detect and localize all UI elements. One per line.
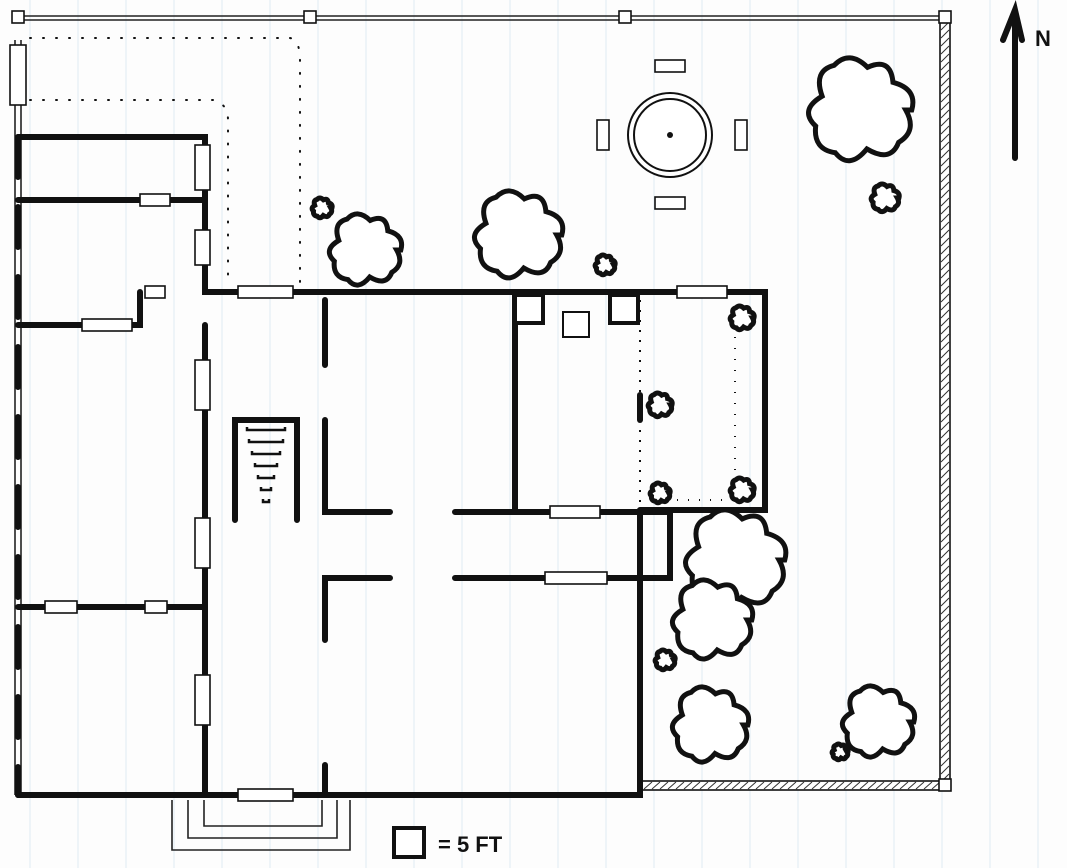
bush xyxy=(326,211,405,288)
north-arrow-icon: N xyxy=(1000,0,1051,161)
shrub xyxy=(645,390,675,420)
stair-step xyxy=(245,427,287,432)
stair-step xyxy=(256,475,276,480)
stair-step xyxy=(247,439,285,444)
shrub xyxy=(829,741,851,763)
shrub xyxy=(868,181,902,215)
shrub xyxy=(727,475,757,505)
compass-label: N xyxy=(1035,26,1051,51)
front-steps xyxy=(171,800,351,851)
stair-step xyxy=(250,451,282,456)
scale-label: = 5 FT xyxy=(438,832,503,857)
stair-step xyxy=(259,487,273,492)
patio-table xyxy=(596,59,748,210)
fireplaces xyxy=(513,293,640,338)
staircase xyxy=(232,417,300,523)
bush xyxy=(839,683,918,760)
shrub xyxy=(727,303,757,333)
shrub xyxy=(309,195,335,221)
bush xyxy=(669,577,756,662)
shrub xyxy=(647,480,673,506)
garden-path xyxy=(29,37,301,286)
house-walls xyxy=(9,40,768,802)
paper-grid xyxy=(29,0,1039,868)
shrub xyxy=(652,647,678,673)
bush xyxy=(669,684,752,765)
stair-step xyxy=(253,463,279,468)
bushes xyxy=(309,55,918,765)
scale-legend: = 5 FT xyxy=(392,826,503,859)
shrub xyxy=(592,252,618,278)
lot-boundary xyxy=(11,10,952,792)
grid-square-icon xyxy=(392,826,426,859)
stair-step xyxy=(261,499,271,504)
bush xyxy=(806,55,916,164)
bush xyxy=(472,188,566,281)
